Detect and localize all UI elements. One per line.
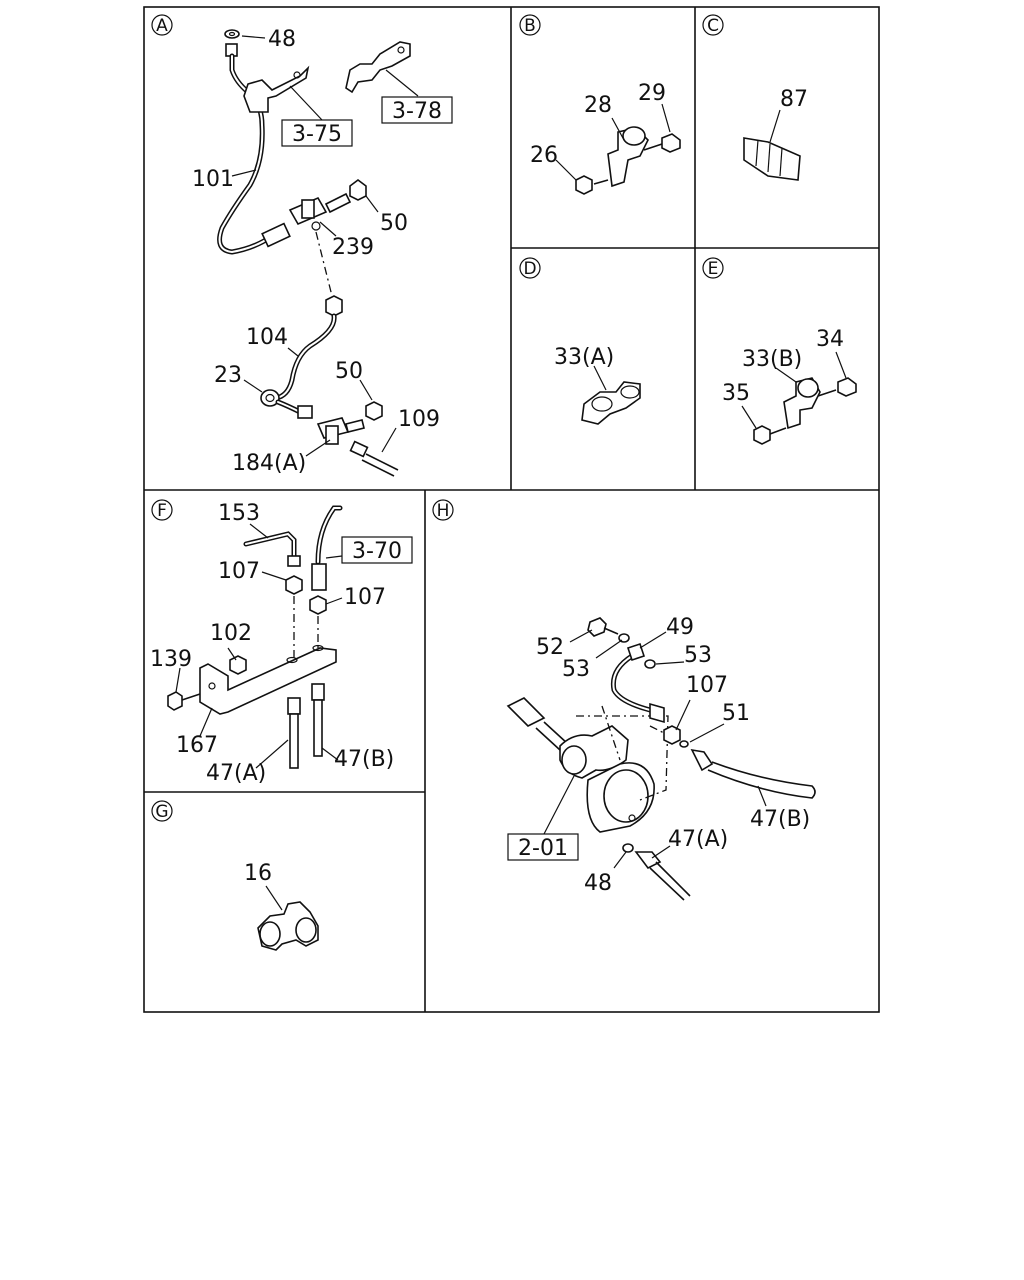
part-label: 53	[684, 643, 712, 668]
part-label: 52	[536, 635, 564, 660]
part-label: 28	[584, 93, 612, 118]
part-label: 87	[780, 87, 808, 112]
part-label: 33(B)	[742, 347, 802, 372]
part-label: 109	[398, 407, 440, 432]
svg-text:B: B	[524, 16, 536, 36]
part-label: 29	[638, 81, 666, 106]
part-label: 49	[666, 615, 694, 640]
part-label: 153	[218, 501, 260, 526]
part-label: 184(A)	[232, 451, 306, 476]
reference-box: 3-75	[281, 119, 353, 147]
panel-b-marker: B	[519, 14, 541, 36]
panel-h-drawing	[506, 617, 816, 901]
svg-text:E: E	[708, 259, 719, 279]
part-label: 48	[268, 27, 296, 52]
part-label: 107	[686, 673, 728, 698]
part-label: 47(B)	[334, 747, 394, 772]
part-label: 47(A)	[668, 827, 728, 852]
reference-box: 3-78	[381, 96, 453, 124]
panel-e-marker: E	[702, 257, 724, 279]
part-label: 47(A)	[206, 761, 266, 786]
part-label: 101	[192, 167, 234, 192]
part-label: 50	[335, 359, 363, 384]
part-label: 48	[584, 871, 612, 896]
panel-b-drawing	[555, 103, 681, 195]
panel-a-marker: A	[151, 14, 173, 36]
svg-text:H: H	[437, 501, 450, 521]
panel-c-drawing	[743, 109, 801, 181]
panel-c-marker: C	[702, 14, 724, 36]
part-label: 34	[816, 327, 844, 352]
svg-text:3-70: 3-70	[352, 539, 402, 564]
part-label: 53	[562, 657, 590, 682]
panel-a-drawing	[217, 29, 419, 477]
part-label: 107	[344, 585, 386, 610]
panel-e-drawing	[741, 351, 857, 445]
panel-f-drawing	[167, 505, 343, 769]
part-label: 51	[722, 701, 750, 726]
part-label: 23	[214, 363, 242, 388]
part-label: 35	[722, 381, 750, 406]
svg-text:F: F	[157, 501, 167, 521]
panel-d-drawing	[581, 365, 641, 425]
svg-text:C: C	[707, 16, 719, 36]
svg-text:3-75: 3-75	[292, 122, 342, 147]
part-label: 104	[246, 325, 288, 350]
part-label: 16	[244, 861, 272, 886]
part-label: 47(B)	[750, 807, 810, 832]
diagram-frame	[143, 6, 880, 1013]
part-label: 167	[176, 733, 218, 758]
panel-g-marker: G	[151, 800, 173, 822]
part-label: 33(A)	[554, 345, 614, 370]
part-label: 26	[530, 143, 558, 168]
reference-box: 2-01	[507, 833, 579, 861]
svg-text:3-78: 3-78	[392, 99, 442, 124]
part-label: 139	[150, 647, 192, 672]
part-label: 50	[380, 211, 408, 236]
part-label: 239	[332, 235, 374, 260]
svg-text:A: A	[156, 16, 168, 36]
svg-text:2-01: 2-01	[518, 836, 568, 861]
svg-text:G: G	[155, 802, 168, 822]
part-label: 102	[210, 621, 252, 646]
panel-g-drawing	[257, 885, 319, 951]
panel-d-marker: D	[519, 257, 541, 279]
panel-f-marker: F	[151, 499, 173, 521]
svg-text:D: D	[523, 259, 536, 279]
part-label: 107	[218, 559, 260, 584]
reference-box: 3-70	[341, 536, 413, 564]
panel-h-marker: H	[432, 499, 454, 521]
